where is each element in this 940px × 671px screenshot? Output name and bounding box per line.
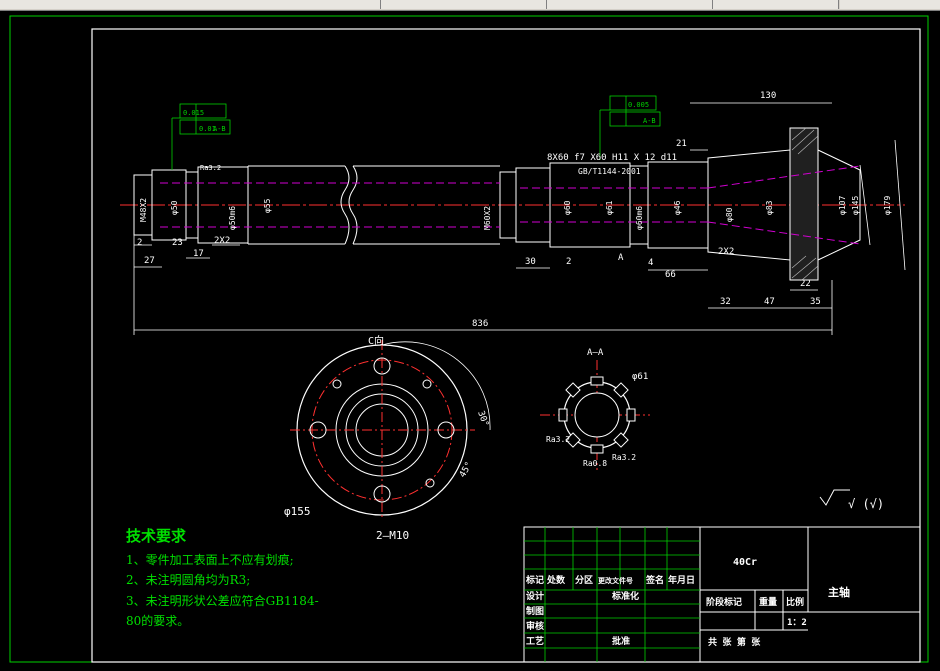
part-name: 主轴 <box>828 585 850 599</box>
dim-phi145: φ145 <box>851 196 860 215</box>
dim-phi55: φ55 <box>263 198 272 213</box>
material: 40Cr <box>733 557 757 568</box>
shaft-main-view <box>120 127 905 281</box>
dim-836: 836 <box>472 319 488 329</box>
tech-req-item-3: 3、未注明形状公差应符合GB1184-80的要求。 <box>126 594 319 628</box>
tb-drawing: 制图 <box>526 605 544 617</box>
toolbar-segment[interactable] <box>0 0 381 9</box>
surface-finish-symbol <box>819 489 850 506</box>
tb-label-date: 年月日 <box>668 574 695 586</box>
dim-m48: M48X2 <box>139 198 148 222</box>
dim-35: 35 <box>810 297 821 307</box>
inner-frame <box>91 28 921 663</box>
tol-0005: 0.005 <box>628 101 649 109</box>
dim-phi155: φ155 <box>284 505 311 518</box>
tech-req-item-2: 2、未注明圆角均为R3; <box>126 573 251 587</box>
tb-review: 审核 <box>526 620 544 632</box>
dim-23: 23 <box>172 238 183 248</box>
tb-standardization: 标准化 <box>611 590 639 602</box>
c-view-flange <box>290 340 491 520</box>
section-aa-view <box>540 360 650 470</box>
dim-phi50m6: φ50m6 <box>228 206 237 230</box>
dim-phi83: φ83 <box>765 200 774 215</box>
title-block-grid <box>523 526 921 663</box>
ra32-c: Ra3.2 <box>200 164 221 172</box>
tb-label-mark: 标记 <box>525 574 544 586</box>
dim-phi60m6: φ60m6 <box>635 206 644 230</box>
dim-phi80: φ80 <box>725 207 734 222</box>
dim-m60: M60X2 <box>483 206 492 230</box>
toolbar-segment[interactable] <box>840 0 940 9</box>
ra32-a: Ra3.2 <box>546 435 570 444</box>
tb-label-doc: 更改文件号 <box>598 576 633 585</box>
tol-001: 0.01 <box>199 125 216 133</box>
dim-phi61b: φ61 <box>632 372 648 382</box>
section-aa-label: A—A <box>587 348 604 358</box>
tb-label-count: 处数 <box>546 574 566 586</box>
dim-2b: 2 <box>566 257 571 267</box>
spline-note: 8X60 f7 X60 H11 X 12 d11 <box>547 153 677 163</box>
ra32-b: Ra3.2 <box>612 453 636 462</box>
surface-note: √ (√) <box>848 497 884 511</box>
dim-phi61: φ61 <box>605 200 614 215</box>
tol-ab: A-B <box>213 125 226 133</box>
tb-sheets: 共 张 第 张 <box>708 636 761 648</box>
tb-scale: 1：2 <box>787 618 807 628</box>
tb-label-sign: 签名 <box>645 574 664 586</box>
tech-req-item-1: 1、零件加工表面上不应有划痕; <box>126 553 294 567</box>
dim-4: 4 <box>648 258 653 268</box>
tb-process: 工艺 <box>526 635 544 647</box>
dim-phi46: φ46 <box>673 200 682 215</box>
gdt-frames <box>171 95 661 170</box>
c-view-label: C向 <box>368 334 384 347</box>
tb-approve: 批准 <box>612 635 630 647</box>
dimension-lines <box>133 102 906 335</box>
dim-2x2a: 2X2 <box>214 236 230 246</box>
dim-30: 30 <box>525 257 536 267</box>
dim-17: 17 <box>193 249 204 259</box>
dim-21: 21 <box>676 139 687 149</box>
dim-phi50: φ50 <box>170 200 179 215</box>
tb-stage-mark: 阶段标记 <box>706 596 742 608</box>
tb-weight: 重量 <box>759 596 777 608</box>
dim-32: 32 <box>720 297 731 307</box>
dim-phi107: φ107 <box>838 196 847 215</box>
dim-30-deg: 30° <box>475 410 490 429</box>
dim-phi60: φ60 <box>563 200 572 215</box>
dim-2x2b: 2X2 <box>718 247 734 257</box>
tb-label-zone: 分区 <box>575 574 593 586</box>
spline-std: GB/T1144-2001 <box>578 167 641 176</box>
tb-design: 设计 <box>526 590 544 602</box>
window-toolbar-strip <box>0 0 940 11</box>
dim-66: 66 <box>665 270 676 280</box>
tb-scale-label: 比例 <box>786 596 804 608</box>
ra08: Ra0.8 <box>583 459 607 468</box>
dim-27: 27 <box>144 256 155 266</box>
dim-130: 130 <box>760 91 776 101</box>
toolbar-segment[interactable] <box>713 0 839 9</box>
dim-47: 47 <box>764 297 775 307</box>
drawing-svg: 130 21 836 27 17 23 2 2 2X2 2X2 30 4 66 … <box>9 15 929 663</box>
tol-ab-2: A-B <box>643 117 656 125</box>
toolbar-segment[interactable] <box>381 0 547 9</box>
dim-phi179: φ179 <box>883 196 892 215</box>
cad-drawing-canvas[interactable]: 130 21 836 27 17 23 2 2 2X2 2X2 30 4 66 … <box>0 11 940 667</box>
section-a-letter: A <box>618 253 624 263</box>
dim-2m10: 2—M10 <box>376 529 409 542</box>
dim-2: 2 <box>137 238 142 248</box>
dim-22: 22 <box>800 279 811 289</box>
tech-req-title: 技术要求 <box>126 527 187 545</box>
tol-0015: 0.015 <box>183 109 204 117</box>
toolbar-segment[interactable] <box>547 0 713 9</box>
